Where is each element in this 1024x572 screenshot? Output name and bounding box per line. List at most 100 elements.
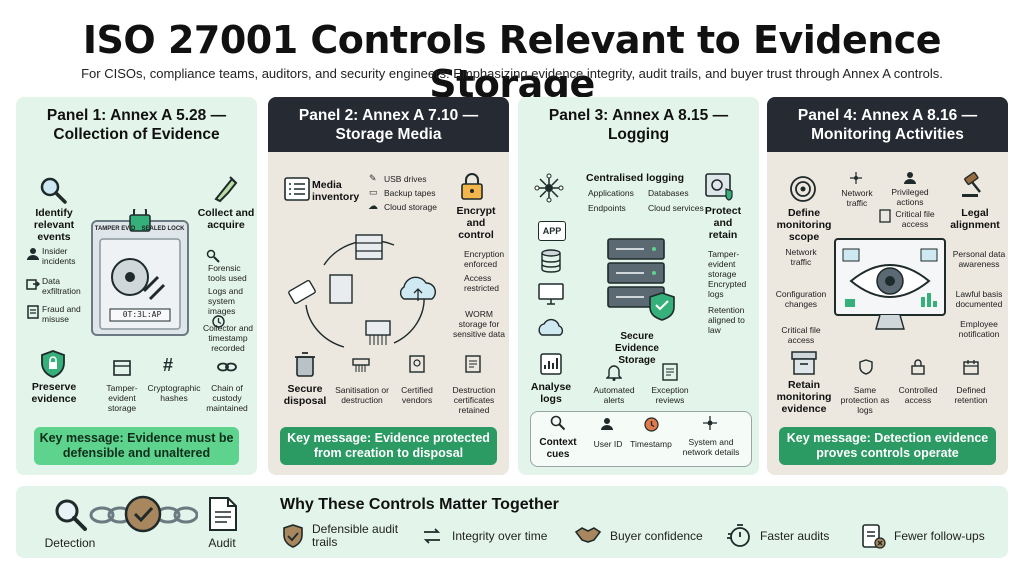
analyse-logs-label: Analyse logs: [530, 381, 572, 405]
audit-label: Audit: [208, 536, 236, 550]
backup-tapes-label: Backup tapes: [384, 188, 436, 198]
personal-data-label: Personal data awareness: [952, 249, 1006, 269]
tamper-evident-evidence-box: [90, 209, 190, 337]
detection-magnifier-icon: [52, 496, 88, 532]
trash-icon: [294, 351, 316, 377]
system-network-details-label: System and network details: [682, 437, 740, 457]
usb-drives-label: USB drives: [384, 174, 427, 184]
cloud-small-icon: ☁: [368, 201, 378, 212]
archive-box-icon: [791, 351, 817, 375]
user-id-label: User ID: [593, 439, 623, 449]
database-source-icon: [540, 249, 562, 273]
user-id-icon: [600, 417, 614, 431]
preserve-evidence-label: Preserve evidence: [31, 381, 77, 405]
controlled-access-icon: [911, 359, 925, 375]
retention-aligned-label: Retention aligned to law: [708, 305, 745, 335]
secure-disposal-label: Secure disposal: [283, 383, 327, 407]
privileged-user-icon: [903, 171, 917, 185]
fraud-misuse-label: Fraud and misuse: [42, 304, 81, 324]
collector-timestamp-label: Collector and timestamp recorded: [202, 323, 254, 353]
detection-label: Detection: [44, 536, 96, 550]
databases-label: Databases: [648, 188, 689, 198]
monitoring-eye-screen: [833, 237, 947, 333]
cloud-services-label: Cloud services: [648, 203, 704, 213]
defensible-shield-icon: [282, 524, 304, 548]
context-magnifier-icon: [550, 415, 566, 431]
privileged-actions-label: Privileged actions: [891, 187, 929, 207]
critical-file-top-label: Critical file access: [895, 209, 935, 229]
panel4-key-message: Key message: Detection evidence proves c…: [779, 427, 996, 465]
applications-label: Applications: [588, 188, 634, 198]
page-subtitle: For CISOs, compliance teams, auditors, a…: [81, 66, 943, 81]
panel-logging: Panel 3: Annex A 8.15 — Logging Centrali…: [518, 97, 759, 475]
tape-icon: ▭: [369, 187, 378, 197]
panel2-key-message: Key message: Evidence protected from cre…: [280, 427, 497, 465]
media-lifecycle-diagram: [284, 225, 444, 355]
timestamp-label: Timestamp: [630, 439, 672, 449]
fewer-follow-ups-label: Fewer follow-ups: [894, 529, 985, 543]
app-source-icon: APP: [538, 221, 566, 241]
encrypted-logs-label: Encrypted logs: [708, 279, 747, 299]
inventory-list-icon: [284, 177, 310, 201]
forensic-tools-label: Forensic tools used: [208, 263, 247, 283]
context-cues-label: Context cues: [539, 437, 577, 460]
page-title: ISO 27001 Controls Relevant to Evidence …: [82, 18, 942, 106]
clipboard-x-icon: [860, 522, 886, 550]
endpoints-label: Endpoints: [588, 203, 626, 213]
logs-system-images-label: Logs and system images: [208, 286, 243, 316]
integrity-cycle-icon: [420, 524, 444, 548]
panel3-title: Panel 3: Annex A 8.15 — Logging: [548, 106, 729, 143]
same-protection-label: Same protection as logs: [840, 385, 890, 415]
data-exfiltration-icon: [26, 277, 40, 291]
chain-of-custody-label: Chain of custody maintained: [206, 383, 248, 413]
chain-link-icon: [88, 504, 198, 526]
context-cues-box: [530, 411, 752, 467]
safe-icon: [704, 171, 734, 201]
target-icon: [789, 175, 817, 203]
panel-collection-of-evidence: Panel 1: Annex A 5.28 — Collection of Ev…: [16, 97, 257, 475]
tamper-evident-storage-label: Tamper-evident storage: [106, 383, 138, 413]
panel-storage-media: Panel 2: Annex A 7.10 — Storage Media Me…: [268, 97, 509, 475]
integrity-over-time-label: Integrity over time: [452, 529, 548, 543]
access-restricted-label: Access restricted: [464, 273, 499, 293]
define-scope-label: Define monitoring scope: [776, 207, 832, 243]
endpoint-monitor-icon: [538, 283, 564, 305]
handshake-icon: [574, 522, 602, 546]
destruction-certificates-label: Destruction certificates retained: [452, 385, 496, 415]
panel2-title: Panel 2: Annex A 7.10 — Storage Media: [268, 97, 509, 152]
person-icon: [26, 247, 40, 261]
secure-evidence-storage-label: Secure Evidence Storage: [615, 331, 659, 366]
why-controls-title: Why These Controls Matter Together: [280, 496, 559, 513]
secure-server-stack: [602, 235, 678, 331]
shield-lock-icon: [40, 350, 66, 378]
panel-monitoring-activities: Panel 4: Annex A 8.16 — Monitoring Activ…: [767, 97, 1008, 475]
cloud-storage-label: Cloud storage: [384, 202, 437, 212]
insider-incidents-label: Insider incidents: [42, 246, 76, 266]
automated-alerts-label: Automated alerts: [593, 385, 635, 405]
critical-file-left-label: Critical file access: [781, 325, 821, 345]
buyer-confidence-label: Buyer confidence: [610, 529, 703, 543]
timestamp-clock-icon: [644, 417, 659, 432]
protect-retain-label: Protect and retain: [704, 205, 742, 241]
sanitisation-label: Sanitisation or destruction: [335, 385, 389, 405]
exception-reviews-label: Exception reviews: [651, 385, 689, 405]
network-traffic-icon: [849, 171, 863, 185]
collect-acquire-label: Collect and acquire: [197, 207, 255, 231]
panel4-title: Panel 4: Annex A 8.16 — Monitoring Activ…: [767, 97, 1008, 152]
retain-monitoring-evidence-label: Retain monitoring evidence: [776, 379, 832, 415]
bell-icon: [606, 363, 622, 381]
review-doc-icon: [662, 363, 678, 381]
data-exfiltration-label: Data exfiltration: [42, 276, 81, 296]
protection-shield-icon: [859, 359, 873, 375]
sealed-lock-tape-label: SEALED LOCK: [141, 226, 185, 232]
encrypt-control-label: Encrypt and control: [456, 205, 496, 241]
encryption-enforced-label: Encryption enforced: [464, 249, 505, 269]
padlock-icon: [460, 173, 484, 201]
panel1-key-message: Key message: Evidence must be defensible…: [34, 427, 239, 465]
tamper-storage-icon: [112, 357, 132, 377]
legal-alignment-label: Legal alignment: [950, 207, 1000, 231]
calendar-icon: [963, 359, 979, 375]
p3-tamper-storage-label: Tamper-evident storage: [708, 249, 740, 279]
check-circle-icon: [124, 495, 162, 533]
shredder-icon: [352, 355, 370, 373]
